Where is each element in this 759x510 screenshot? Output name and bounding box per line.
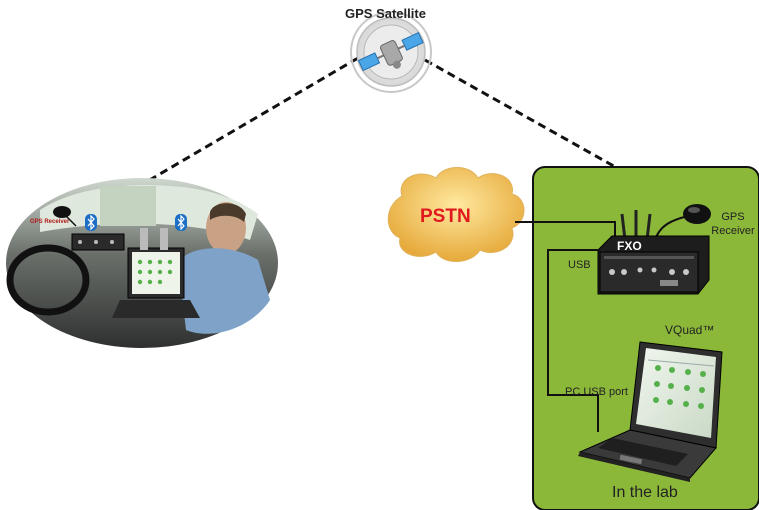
- satellite-link-lines: [135, 56, 693, 212]
- gps-receiver-label: GPS Receiver: [711, 211, 755, 237]
- usb-cable: [547, 249, 600, 432]
- car-scene-image: [6, 178, 278, 348]
- steering-wheel: [6, 244, 90, 316]
- satellite-icon: [350, 11, 432, 93]
- fxo-label: FXO: [617, 239, 642, 253]
- pstn-label: PSTN: [420, 206, 471, 227]
- fxo-device: [597, 210, 710, 295]
- satellite-to-car-link: [135, 56, 359, 190]
- usb-label: USB: [568, 259, 591, 271]
- bluetooth-icon: [85, 214, 97, 231]
- driver-shirt: [178, 248, 270, 334]
- car-gps-receiver-label: GPS Receiver: [30, 219, 70, 225]
- bluetooth-icon: [175, 214, 187, 231]
- gps-receiver-icon: [683, 204, 711, 224]
- pstn-to-fxo-line: [515, 221, 616, 240]
- gps-satellite-label: GPS Satellite: [345, 6, 426, 21]
- in-the-lab-label: In the lab: [612, 484, 678, 501]
- pc-usb-port-label: PC USB port: [565, 386, 628, 398]
- vquad-label: VQuad™: [665, 323, 715, 337]
- pstn-cloud: [387, 167, 525, 262]
- vquad-laptop: [578, 341, 723, 482]
